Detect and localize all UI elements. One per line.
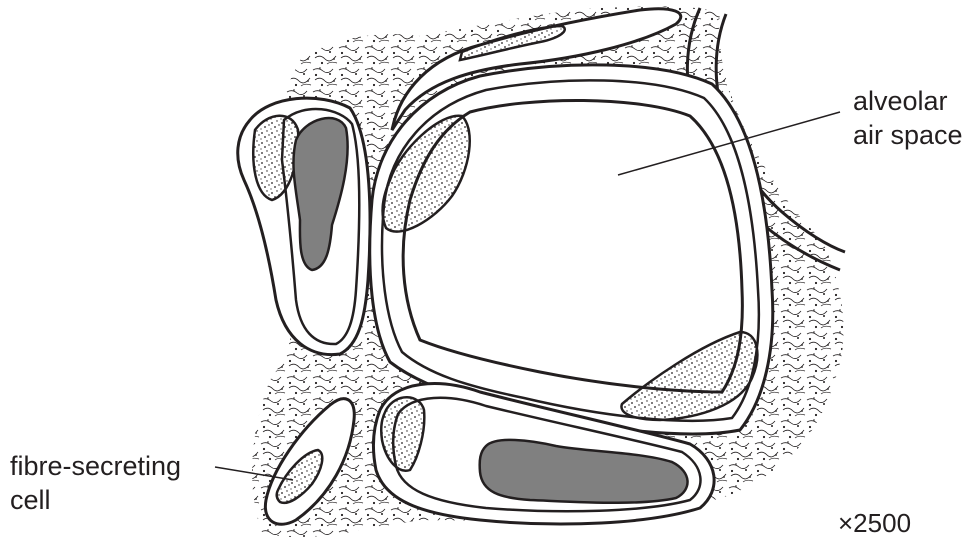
fibre-label-line1: fibre-secreting [10, 449, 181, 483]
alveolar-air-space-label: alveolar air space [853, 84, 963, 152]
fibre-secreting-cell-label: fibre-secreting cell [10, 449, 181, 517]
alveolar-label-line2: air space [853, 118, 963, 152]
magnification-label: ×2500 [838, 506, 911, 540]
fibre-label-line2: cell [10, 483, 181, 517]
alveolar-label-line1: alveolar [853, 84, 963, 118]
